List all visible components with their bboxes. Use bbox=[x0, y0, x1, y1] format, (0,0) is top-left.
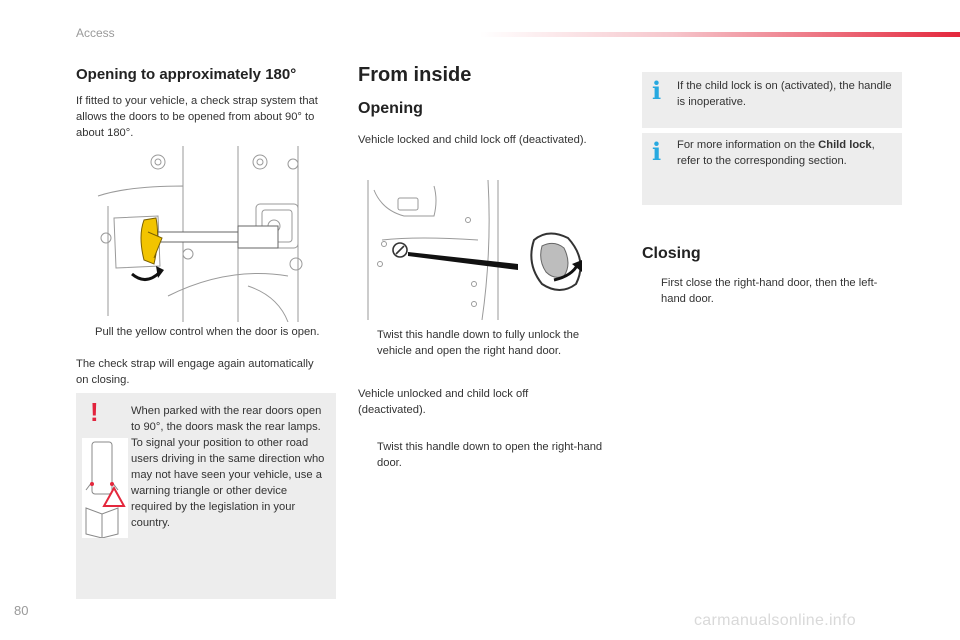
condition-locked-text: Vehicle locked and child lock off (deact… bbox=[358, 134, 587, 146]
info-box-more-information bbox=[642, 133, 902, 205]
bullet-closing-order: First close the right-hand door, then th… bbox=[642, 275, 892, 307]
bullet-twist-unlock: Twist this handle down to fully unlock t… bbox=[358, 327, 614, 359]
info-icon: i bbox=[652, 137, 662, 166]
bullet-text: Pull the yellow control when the door is… bbox=[95, 326, 320, 338]
check-strap-illustration bbox=[88, 146, 328, 323]
subsection-title-opening: Opening bbox=[358, 100, 423, 117]
child-lock-reference: Child lock bbox=[818, 139, 872, 151]
note-text: The check strap will engage again automa… bbox=[76, 358, 314, 386]
bullet-pull-control: Pull the yellow control when the door is… bbox=[76, 324, 326, 340]
info-text-part: , refer to the corresponding section. bbox=[677, 139, 875, 167]
bullet-marker-icon bbox=[358, 327, 368, 359]
subsection-title-closing: Closing bbox=[642, 245, 701, 262]
info-text-child-lock-on: If the child lock is on (activated), the… bbox=[677, 80, 892, 108]
section-label: Access bbox=[76, 26, 115, 40]
bullet-text: Twist this handle down to fully unlock t… bbox=[377, 329, 580, 357]
warning-text: When parked with the rear doors open to … bbox=[131, 405, 325, 529]
interior-handle-illustration bbox=[358, 179, 608, 321]
bullet-marker-icon bbox=[642, 275, 652, 307]
warning-exclamation-icon: ! bbox=[90, 397, 99, 427]
info-icon: i bbox=[652, 76, 662, 105]
watermark: carmanualsonline.info bbox=[694, 612, 856, 629]
section-title-opening-180: Opening to approximately 180° bbox=[76, 66, 297, 83]
info-box-child-lock-on bbox=[642, 72, 902, 128]
section-title-from-inside: From inside bbox=[358, 64, 472, 86]
condition-unlocked-text: Vehicle unlocked and child lock off (dea… bbox=[358, 388, 529, 416]
bullet-marker-icon bbox=[358, 439, 368, 471]
warning-rear-lamps-illustration bbox=[82, 438, 128, 539]
info-text-part: For more information on the bbox=[677, 139, 819, 151]
info-text-more-information: For more information on the Child lock, … bbox=[677, 137, 897, 169]
bullet-marker-icon bbox=[76, 324, 86, 340]
bullet-text: Twist this handle down to open the right… bbox=[377, 441, 603, 469]
header-accent-bar bbox=[480, 32, 960, 37]
bullet-text: First close the right-hand door, then th… bbox=[661, 277, 878, 305]
intro-text: If fitted to your vehicle, a check strap… bbox=[76, 95, 318, 139]
bullet-twist-open: Twist this handle down to open the right… bbox=[358, 439, 614, 471]
page-number: 80 bbox=[14, 603, 29, 618]
